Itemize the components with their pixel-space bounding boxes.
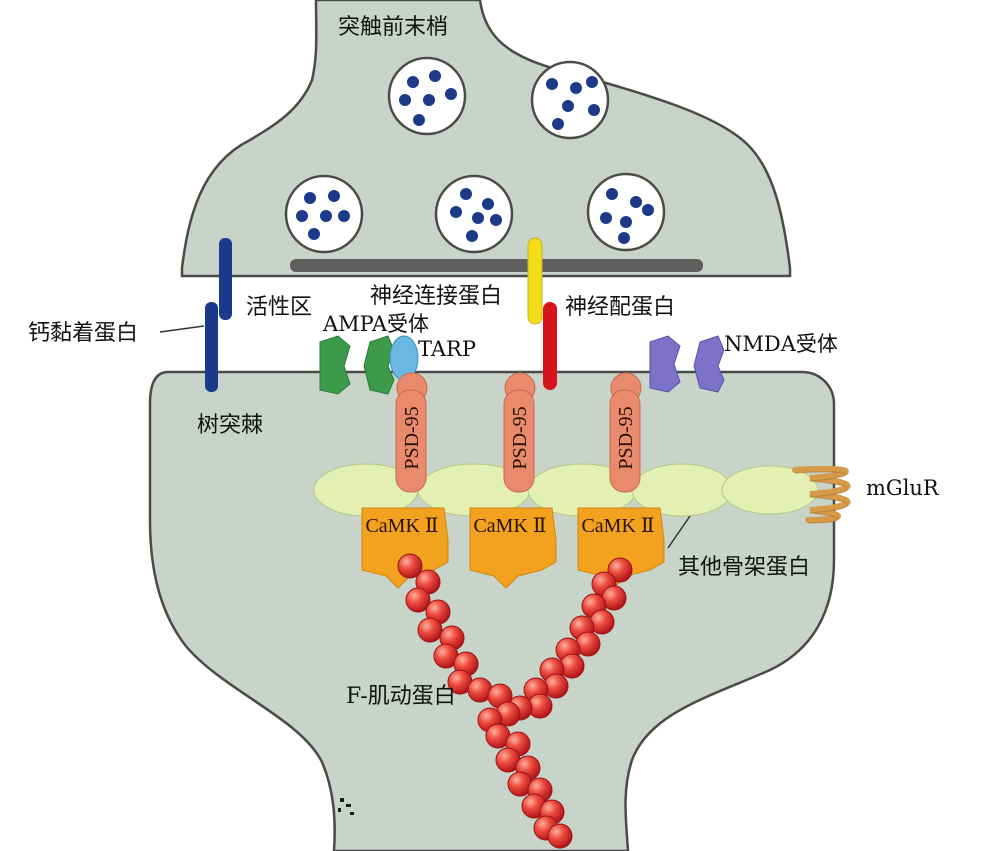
camk-2-body [469,507,557,589]
neurotransmitter-dot [552,118,564,130]
psd95-label-3: PSD-95 [615,406,637,469]
label-nmda-receptor: NMDA受体 [724,332,838,356]
label-presynaptic-terminal: 突触前末梢 [338,15,448,40]
neurotransmitter-dot [407,76,419,88]
neurotransmitter-dot [588,104,600,116]
neurotransmitter-dot [546,78,558,90]
neurotransmitter-dot [482,198,494,210]
neurotransmitter-dot [304,192,316,204]
label-neuroligin: 神经配蛋白 [565,295,675,320]
neurotransmitter-dot [490,214,502,226]
neurotransmitter-dot [466,230,478,242]
label-tarp: TARP [418,337,476,361]
actin-bead [397,553,423,579]
neurexin-protein [527,237,543,325]
neurotransmitter-dot [445,88,457,100]
label-ampa-receptor: AMPA受体 [322,312,429,336]
neurotransmitter-dot [429,70,441,82]
actin-bead [405,587,431,613]
neurotransmitter-dot [320,210,332,222]
neurotransmitter-dot [308,228,320,240]
neurotransmitter-dot [570,82,582,94]
neurotransmitter-dot [399,94,411,106]
neurotransmitter-dot [296,210,308,222]
camk-proteins [361,507,665,589]
nmda-receptor [649,335,725,393]
actin-bead [417,617,443,643]
label-active-zone: 活性区 [246,295,312,320]
camk-label-1: CaMK Ⅱ [365,515,438,537]
label-dendritic-spine: 树突棘 [197,413,263,438]
camk-3-body [577,507,665,589]
scaffold-leader-line [667,515,691,549]
dendritic-spine [148,370,836,851]
neurotransmitter-dot [328,190,340,202]
label-f-actin: F-肌动蛋白 [346,684,456,709]
neurotransmitter-dot [618,232,630,244]
neurotransmitter-dot [606,188,618,200]
neurotransmitter-dot [460,188,472,200]
psd95-proteins [395,372,642,493]
cadherin-leader-line [159,325,205,333]
neuroligin-protein [543,302,557,390]
psd95-label-1: PSD-95 [401,406,423,469]
neurotransmitter-dot [450,206,462,218]
ink-marks [338,798,354,815]
label-mglur: mGluR [866,476,940,500]
neurotransmitter-dot [338,210,350,222]
actin-bead [607,557,633,583]
f-actin-filament [397,553,633,849]
synaptic-vesicles [284,56,666,254]
psd95-label-2: PSD-95 [509,406,531,469]
label-cadherin: 钙黏着蛋白 [28,321,138,346]
neurotransmitter-dot [620,216,632,228]
neurotransmitter-dot [472,212,484,224]
camk-label-3: CaMK Ⅱ [581,515,654,537]
neurotransmitter-dot [423,94,435,106]
vesicle-2 [530,60,610,140]
neurotransmitter-dot [600,212,612,224]
neurotransmitter-dot [642,204,654,216]
scaffold-proteins [313,463,819,517]
neurotransmitter-dot [586,76,598,88]
cadherin-protein [205,238,232,392]
label-neurexin: 神经连接蛋白 [370,284,502,309]
active-zone-bar [290,259,703,272]
ampa-receptor [319,335,395,395]
label-other-scaffold: 其他骨架蛋白 [678,555,810,580]
actin-bead [547,823,573,849]
neurotransmitter-dot [630,196,642,208]
neurotransmitter-dot [562,100,574,112]
camk-label-2: CaMK Ⅱ [473,515,546,537]
neurotransmitter-dot [413,114,425,126]
